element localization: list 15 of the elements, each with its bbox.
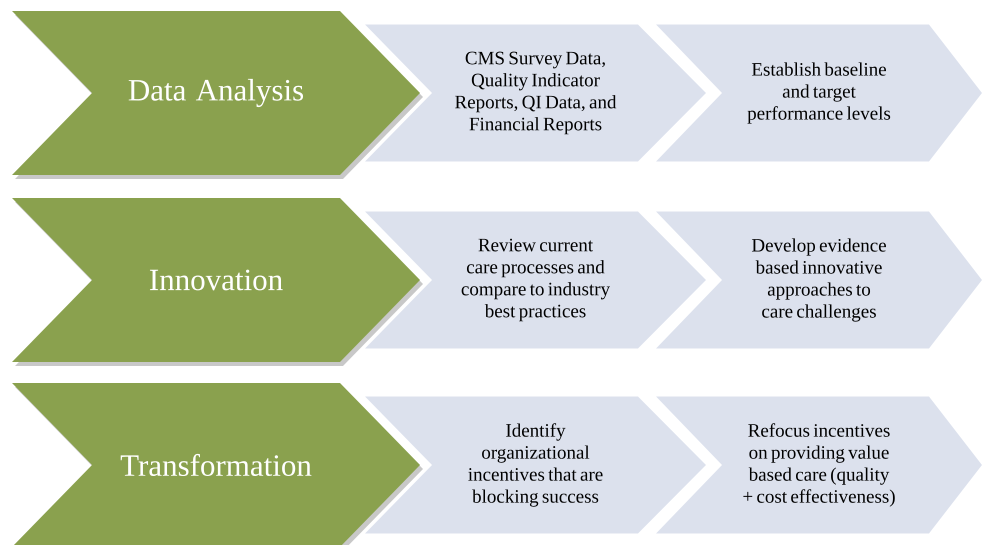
node-label: Identify organizational incentives that are blocking success: [468, 423, 603, 507]
process-step: Identify organizational incentives that are blocking success: [365, 396, 706, 534]
process-step: Develop evidence based innovative approaches to care challenges: [656, 212, 982, 348]
node-label: Review current care processes and compare to industry best practices: [462, 238, 610, 322]
node-label: Establish baseline and target performance levels: [747, 62, 890, 124]
process-step: CMS Survey Data, Quality Indicator Reports, QI Data, and Financial Reports: [365, 24, 706, 162]
process-step: Innovation: [12, 198, 423, 366]
node-label: Develop evidence based innovative approaches to care challenges: [752, 238, 886, 322]
process-step: Transformation: [12, 382, 423, 545]
node-label: CMS Survey Data, Quality Indicator Reports, QI Data, and Financial Reports: [455, 52, 616, 134]
process-step: Review current care processes and compare to industry best practices: [365, 212, 706, 348]
process-step: Data Analysis: [12, 11, 423, 179]
node-label: Refocus incentives on providing value based care (quality + cost effectiveness): [743, 423, 895, 507]
process-step: Refocus incentives on providing value based care (quality + cost effectiveness): [656, 396, 982, 534]
process-step: Establish baseline and target performance levels: [656, 24, 982, 162]
